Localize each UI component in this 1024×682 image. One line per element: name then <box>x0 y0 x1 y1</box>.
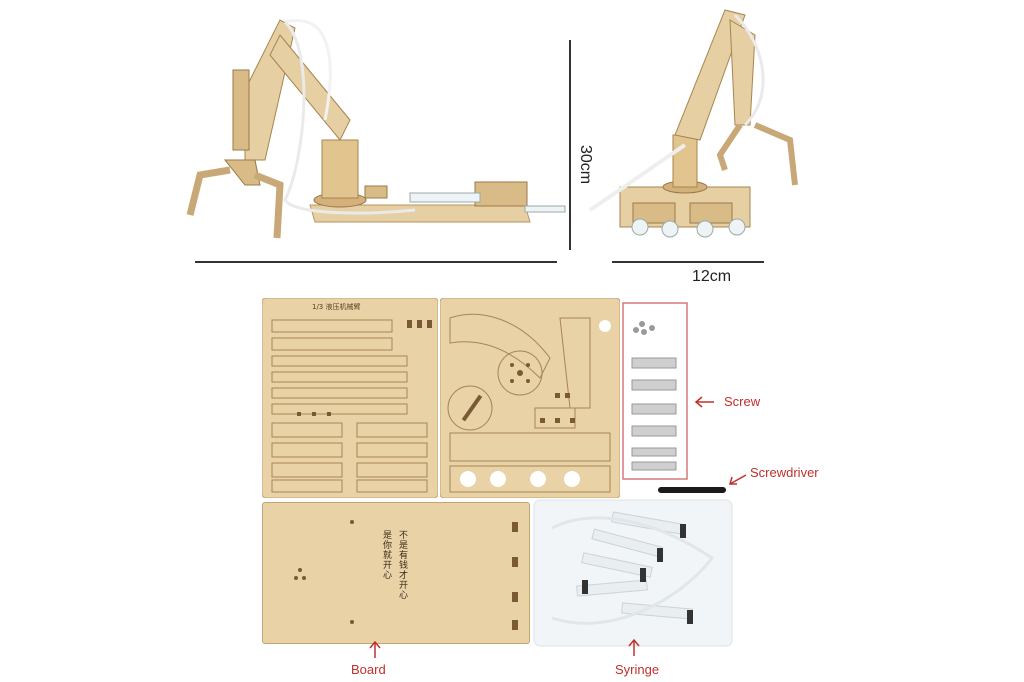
board-holes <box>294 520 518 630</box>
screw-arrow <box>694 396 714 408</box>
plywood-sheet-2 <box>440 298 620 498</box>
plywood-sheet-1 <box>262 298 438 498</box>
height-label: 30cm <box>577 145 594 185</box>
screwdriver-arrow <box>729 474 747 485</box>
height-dimension-line <box>569 40 571 250</box>
hydraulic-arm-front-view <box>588 9 798 238</box>
screwdriver-callout: Screwdriver <box>750 465 819 480</box>
hydraulic-arm-side-view <box>186 18 566 239</box>
board-text-line1: 不是有钱才开心 <box>397 530 407 600</box>
screw-callout: Screw <box>724 394 761 409</box>
sheet1-tag: 1/3 液压机械臂 <box>312 303 361 311</box>
syringe-callout: Syringe <box>615 662 660 677</box>
screw-pack <box>622 302 688 480</box>
width-label: 12cm <box>692 268 732 285</box>
board-callout: Board <box>351 662 386 677</box>
screwdriver <box>658 487 726 493</box>
width-dimension-line <box>612 261 764 263</box>
length-dimension-line <box>195 261 557 263</box>
board-arrow <box>369 640 381 658</box>
base-board <box>262 502 530 644</box>
syringe-arrow <box>628 638 640 656</box>
syringe-bag <box>533 499 733 647</box>
board-text-line2: 是你就开心 <box>381 530 391 580</box>
